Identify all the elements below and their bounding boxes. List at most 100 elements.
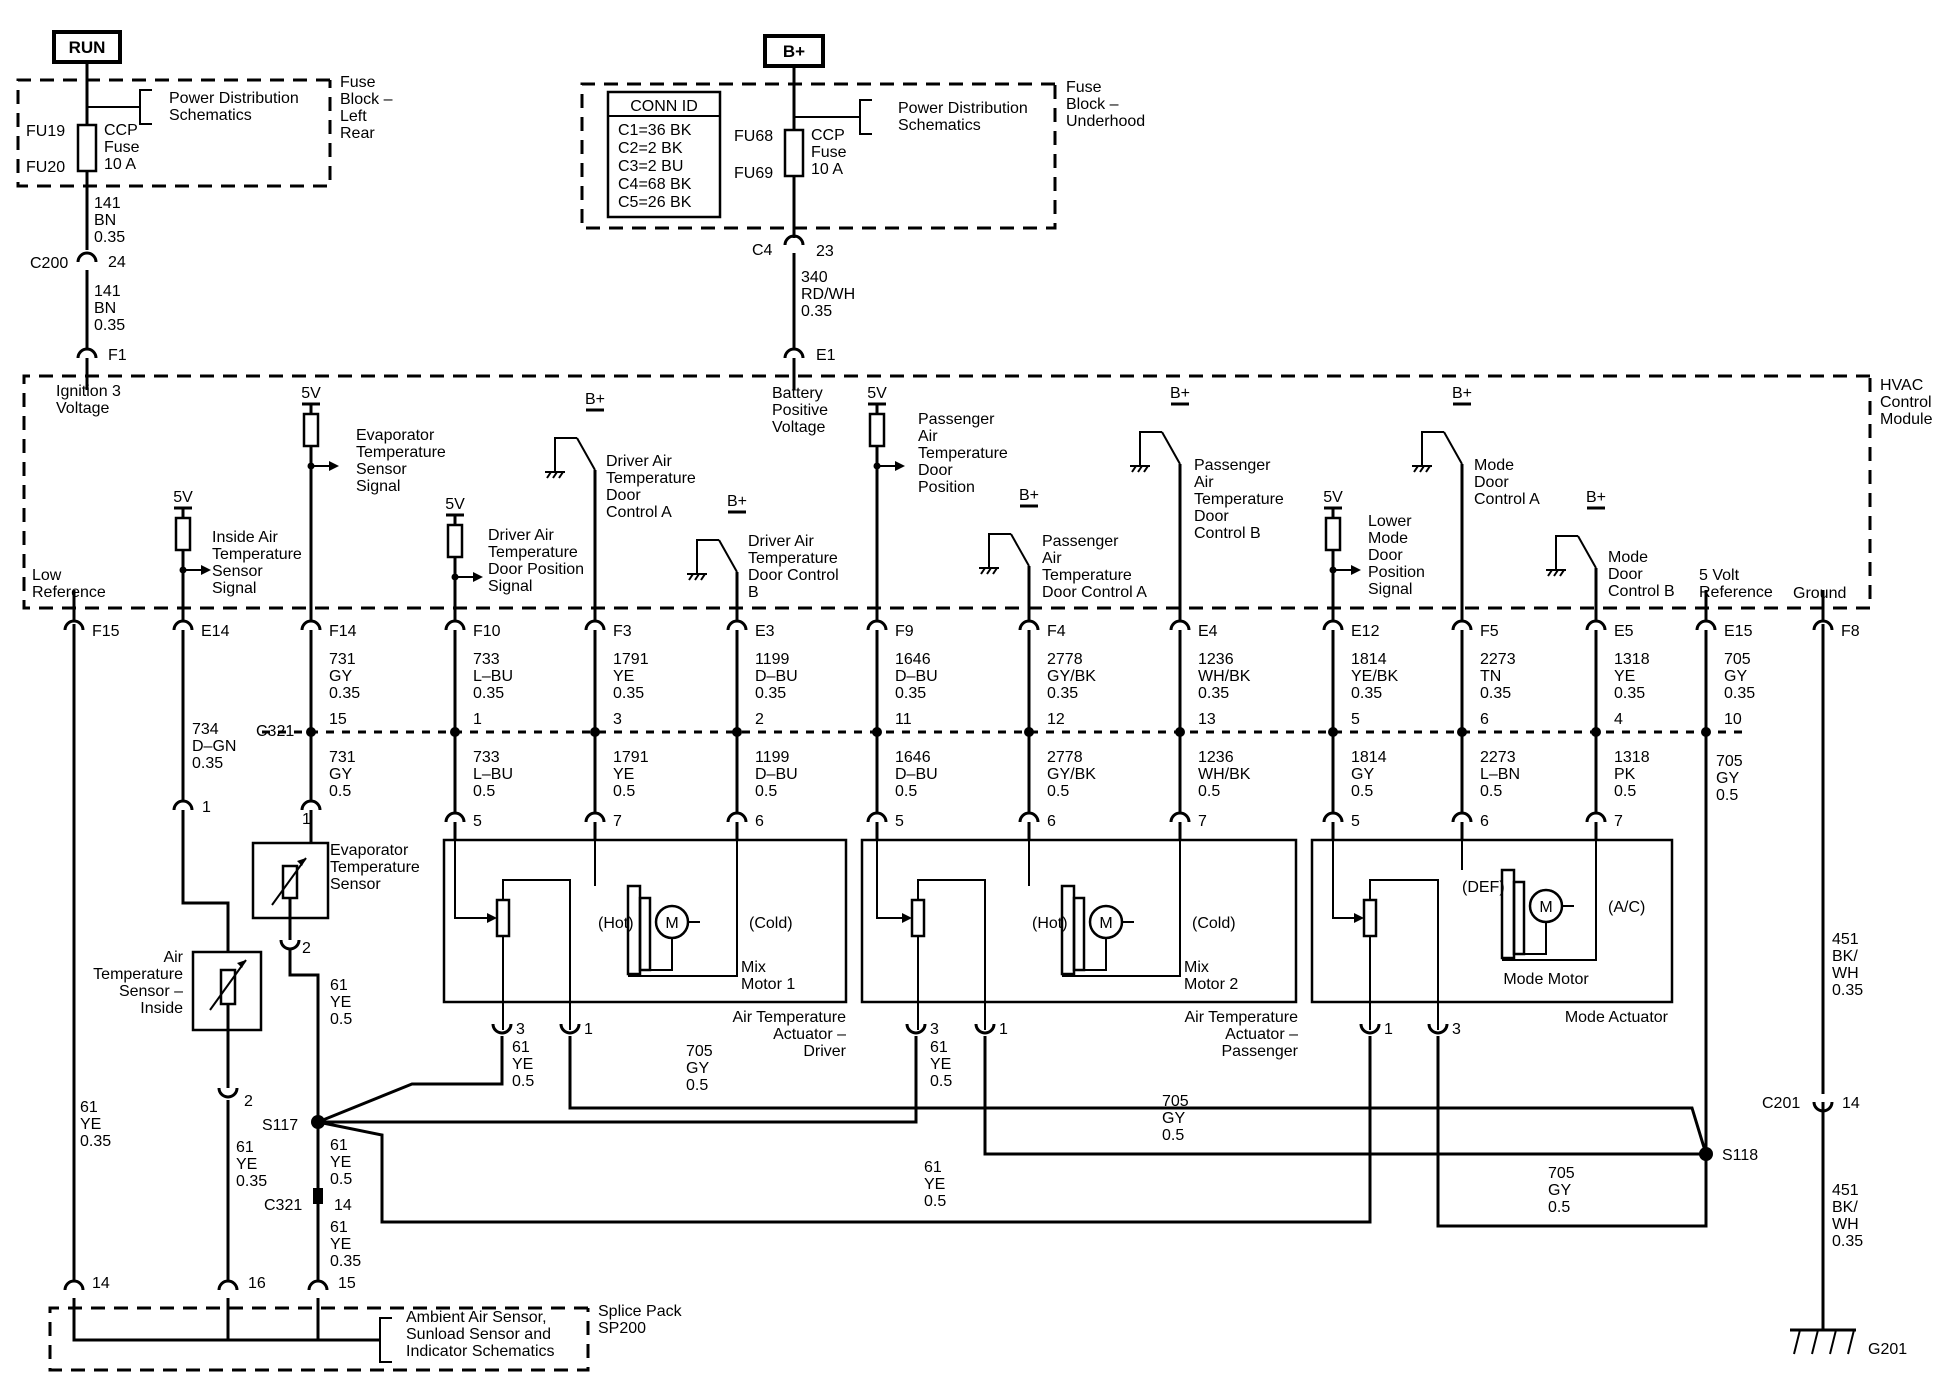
- passenger-cold-label: (Cold): [1192, 915, 1236, 932]
- module-pin-f3: F3: [584, 608, 632, 640]
- mode-bot-pin-3: 3: [1452, 1021, 1461, 1038]
- c321-pin-label-5: 5: [1351, 711, 1360, 728]
- c321-pin-label-10: 10: [1724, 711, 1742, 728]
- pin-label-f14: F14: [329, 623, 357, 640]
- c321-pin-label-1: 1: [473, 711, 482, 728]
- passenger-motor-symbol: M: [1099, 915, 1112, 932]
- driver-pos-5v-ref: 5V: [445, 496, 483, 608]
- c321-pin-label-6: 6: [1480, 711, 1489, 728]
- conn-id-row-4: C4=68 BK: [618, 176, 692, 193]
- pin-label-f3: F3: [613, 623, 632, 640]
- pin-label-e4: E4: [1198, 623, 1218, 640]
- driver-control-b: B+: [687, 493, 747, 608]
- c201-pin: 14: [1842, 1095, 1860, 1112]
- c200-label: C200: [30, 255, 68, 272]
- evap-5v-ref-5v: 5V: [301, 385, 321, 402]
- module-pin-f14: F14: [300, 608, 357, 640]
- bplus-terminal: B+: [763, 34, 825, 68]
- driver-control-b-bplus: B+: [727, 493, 747, 510]
- passenger-pos-5v-ref: 5V: [867, 385, 905, 608]
- s118-label: S118: [1722, 1147, 1758, 1164]
- conn-id-row-2: C2=2 BK: [618, 140, 683, 157]
- mode-control-a: B+: [1412, 385, 1472, 608]
- passenger-pos-5v-ref-5v: 5V: [867, 385, 887, 402]
- pin-label-e15: E15: [1724, 623, 1753, 640]
- passenger-control-b-bplus: B+: [1170, 385, 1190, 402]
- c321-pin-label-15: 15: [329, 711, 347, 728]
- c321-pin-label-2: 2: [755, 711, 764, 728]
- module-pin-f8: F8: [1812, 608, 1860, 640]
- mode-control-b: B+: [1546, 489, 1606, 608]
- module-pin-e14: E14: [172, 608, 230, 640]
- driver-control-a-bplus: B+: [585, 391, 605, 408]
- mode-motor-symbol: M: [1539, 899, 1552, 916]
- passenger-top-pin-6: 6: [1047, 813, 1056, 830]
- c321-pin-label-12: 12: [1047, 711, 1065, 728]
- mode-top-pin-5: 5: [1351, 813, 1360, 830]
- c201-label: C201: [1762, 1095, 1800, 1112]
- splice-pack-sp200: 14 16 15 Ambient Air Sensor,Sunload Sens…: [48, 1275, 683, 1372]
- ground-label: Ground: [1793, 585, 1846, 602]
- driver-top-pin-5: 5: [473, 813, 482, 830]
- passenger-top-pin-5: 5: [895, 813, 904, 830]
- pin-label-f15: F15: [92, 623, 120, 640]
- inside-pin-2: 2: [244, 1093, 253, 1110]
- module-pin-f4: F4: [1018, 608, 1066, 640]
- module-pin-e3: E3: [726, 608, 775, 640]
- module-pin-f9: F9: [866, 608, 914, 640]
- pin-f1: F1: [108, 347, 127, 364]
- c321-label: C321: [256, 723, 294, 740]
- sp-pin-15: 15: [338, 1275, 356, 1292]
- c321b-pin: 14: [334, 1197, 352, 1214]
- passenger-bot-pin-1: 1: [999, 1021, 1008, 1038]
- conn-id-row-5: C5=26 BK: [618, 194, 692, 211]
- driver-bot-pin-1: 1: [584, 1021, 593, 1038]
- evap-5v-ref: 5V: [301, 385, 339, 608]
- pin-label-e12: E12: [1351, 623, 1380, 640]
- passenger-control-a-bplus: B+: [1019, 487, 1039, 504]
